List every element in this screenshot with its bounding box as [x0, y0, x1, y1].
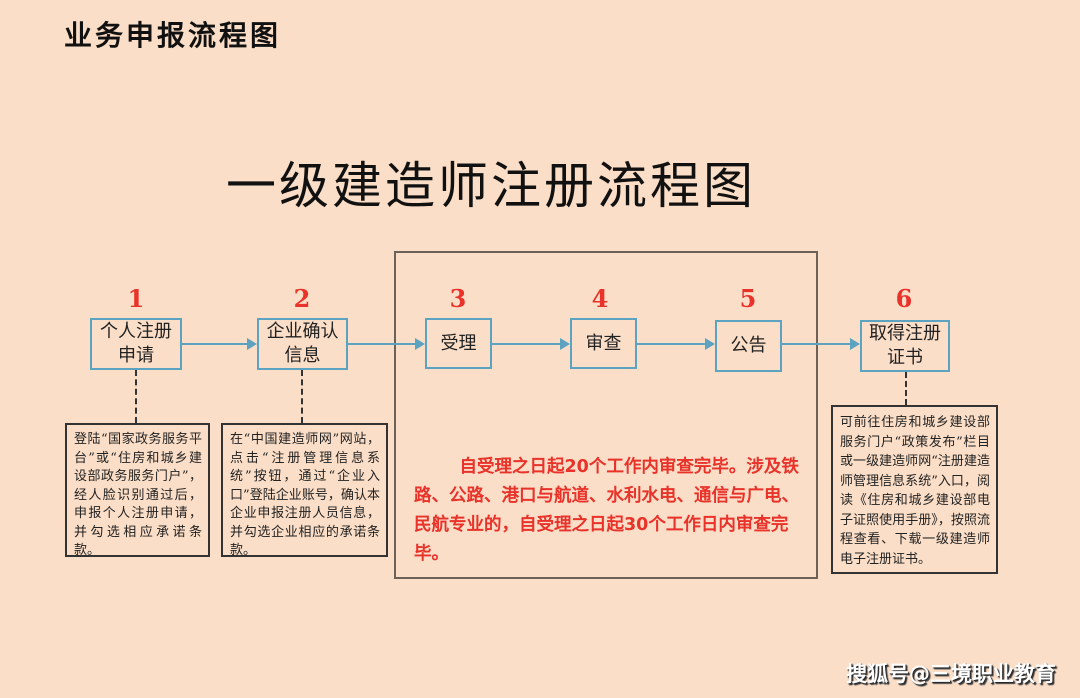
dashed-connector: [135, 370, 137, 423]
step1-description: 登陆“国家政务服务平台”或“住房和城乡建设部政务服务门户”，经人脸识别通过后，申…: [65, 423, 210, 558]
step-box-acceptance[interactable]: 受理: [425, 318, 492, 369]
step-label: 公告: [730, 335, 767, 356]
arrow-right-icon: [182, 338, 257, 350]
step-box-get-certificate[interactable]: 取得注册 证书: [860, 320, 950, 372]
step-label-line2: 证书: [887, 347, 923, 368]
arrow-right-icon: [348, 338, 425, 350]
step-label-line1: 取得注册: [869, 323, 941, 344]
step-number-1: 1: [127, 284, 145, 313]
arrow-right-icon: [492, 338, 570, 350]
arrow-right-icon: [637, 338, 715, 350]
arrow-right-icon: [782, 338, 860, 350]
step-label-line2: 信息: [284, 345, 321, 366]
step-label-line2: 申请: [118, 345, 154, 366]
step-box-announcement[interactable]: 公告: [715, 320, 782, 372]
step-box-company-confirm[interactable]: 企业确认 信息: [257, 318, 348, 370]
step-number-2: 2: [293, 284, 311, 313]
diagram-title: 一级建造师注册流程图: [226, 157, 756, 215]
watermark: 搜狐号@三境职业教育: [846, 662, 1056, 686]
step2-description: 在“中国建造师网”网站，点击“注册管理信息系统”按钮，通过“企业入口”登陆企业账…: [221, 423, 388, 558]
step-number-4: 4: [591, 284, 609, 313]
step-number-5: 5: [739, 284, 757, 313]
dashed-connector: [905, 372, 907, 405]
page-header: 业务申报流程图: [64, 19, 282, 52]
step-label: 审查: [585, 332, 622, 354]
review-stage-group: [394, 251, 818, 579]
step-number-3: 3: [449, 284, 467, 313]
step6-description: 可前往住房和城乡建设部服务门户“政策发布”栏目或一级建造师网“注册建造师管理信息…: [831, 405, 998, 574]
step-number-6: 6: [895, 284, 913, 313]
step-label-line1: 企业确认: [266, 321, 339, 342]
dashed-connector: [301, 370, 303, 423]
step-label: 受理: [440, 332, 477, 354]
step-label-line1: 个人注册: [100, 321, 172, 342]
step-box-personal-application[interactable]: 个人注册 申请: [90, 318, 182, 370]
step-box-review[interactable]: 审查: [570, 318, 637, 369]
review-time-note: 自受理之日起20个工作内审查完毕。涉及铁路、公路、港口与航道、水利水电、通信与广…: [414, 457, 799, 564]
